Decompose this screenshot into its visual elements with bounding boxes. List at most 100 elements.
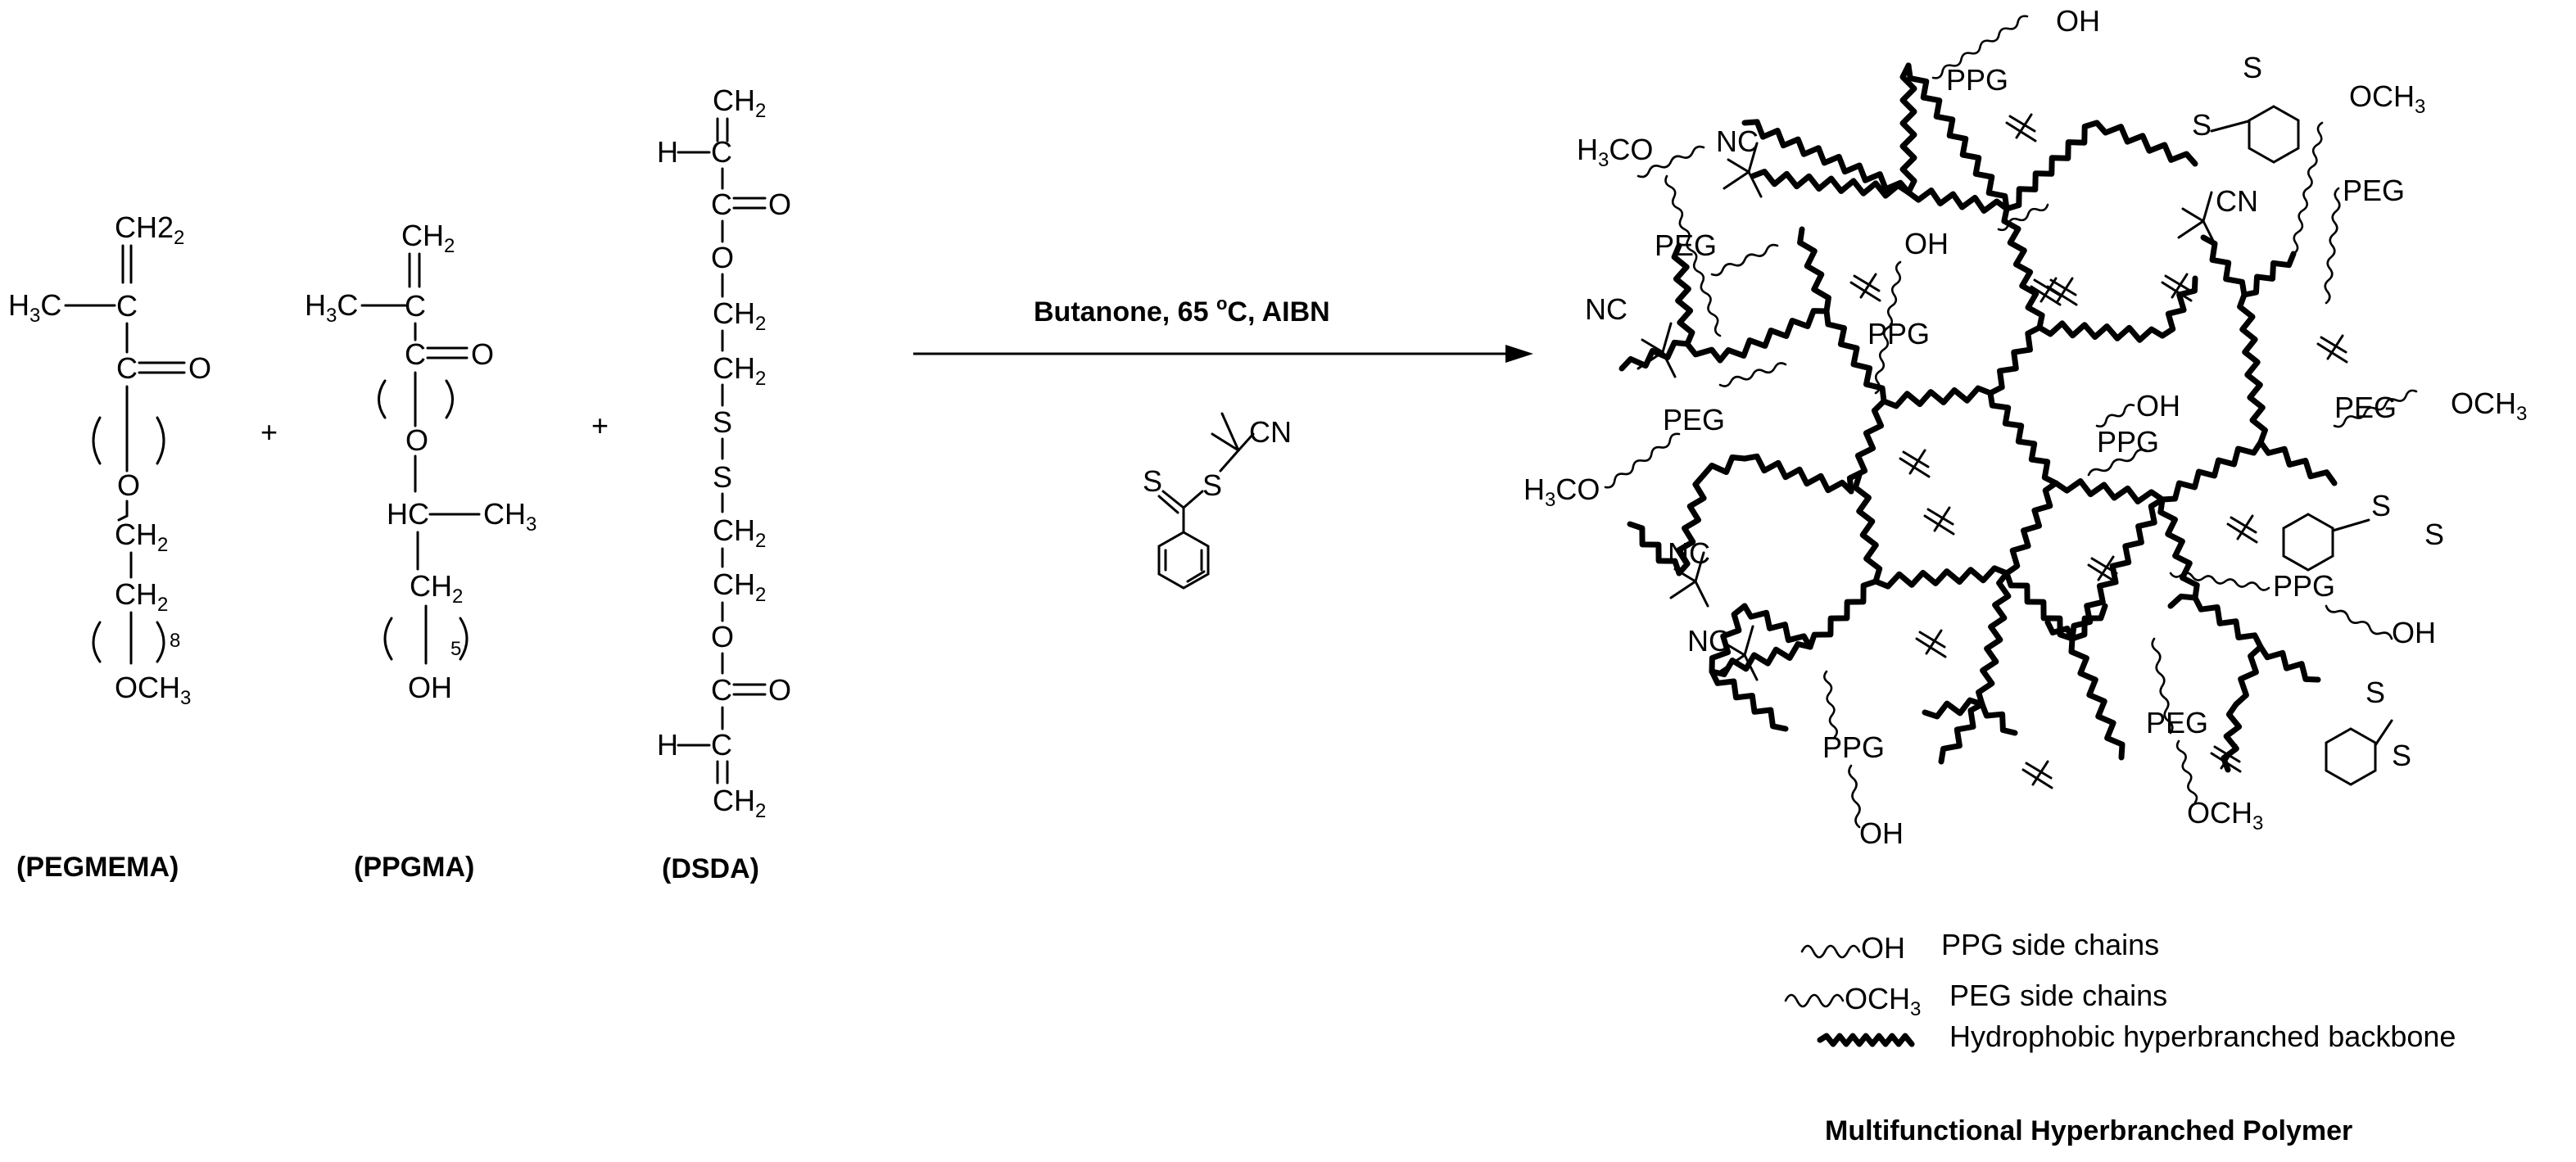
label-ppg-2: PPG [1867, 317, 1930, 350]
backbone-segment [1709, 603, 1748, 675]
label-peg-4: PEG [2334, 391, 2397, 424]
cyano-branch [1694, 580, 1709, 608]
backbone-segment [1846, 398, 1887, 495]
backbone-segment [2221, 701, 2243, 773]
dsda-c-carbonyl-bottom: C [711, 673, 732, 707]
cyano-branch [1723, 170, 1750, 190]
label-och3-2: OCH3 [2451, 387, 2527, 425]
backbone-segment [1741, 603, 1813, 650]
vinyl-bond [2049, 278, 2077, 296]
backbone-segment [2036, 320, 2166, 343]
side-chain-wave [1718, 362, 1787, 387]
vinyl-bond [1918, 631, 1946, 649]
side-chain-wave [2324, 187, 2341, 305]
dsda-ch2-top: CH2 [713, 84, 766, 122]
backbone-segment [2159, 275, 2198, 339]
ppgma-c: C [405, 289, 426, 323]
pegmema-ch2-b: CH2 [115, 577, 168, 616]
pegmema-o-ester: O [117, 468, 140, 502]
pegmema-ch2: CH22 [115, 210, 184, 249]
label-oh-4: OH [2392, 616, 2436, 649]
label-cn-right: CN [2216, 184, 2258, 218]
pegmema-repeat: 8 [170, 630, 180, 652]
ppgma-o-ester: O [405, 423, 428, 457]
polymer-caption: Multifunctional Hyperbranched Polymer [1825, 1115, 2352, 1146]
label-s-4: S [2424, 518, 2444, 551]
vinyl-bond [1859, 273, 1877, 299]
vinyl-bond [1925, 629, 1943, 655]
backbone-segment [1872, 565, 2010, 590]
vinyl-bond [2056, 277, 2074, 303]
vinyl-bond [1853, 274, 1881, 292]
backbone-segment [1807, 578, 1879, 650]
backbone-segment [2001, 206, 2045, 331]
vinyl-bond [2090, 557, 2118, 575]
vinyl-bond [1926, 508, 1954, 526]
dsda-s1: S [713, 405, 732, 439]
vinyl-bond [2097, 555, 2115, 581]
side-chain-wave [2333, 389, 2418, 428]
benzene-ring-2 [2282, 513, 2334, 572]
backbone-segment [1905, 62, 2010, 212]
backbone-segment [2053, 478, 2166, 504]
backbone-segment [1979, 701, 2018, 736]
backbone-segment [1676, 472, 1707, 576]
label-oh-3: OH [2136, 389, 2180, 423]
cyano-branch [1669, 580, 1697, 599]
backbone-segment [2241, 251, 2297, 298]
cyano-branch [1723, 641, 1746, 657]
label-nc-3: NC [1668, 536, 1710, 570]
legend: OH PPG side chains OCH3 PEG side chains … [1784, 928, 2456, 1053]
ppgma-o-carbonyl: O [471, 337, 494, 371]
label-oh-2: OH [1904, 227, 1949, 260]
dsda-o-bottom: O [711, 620, 734, 653]
cyano-branch [1743, 625, 1754, 657]
polymer-benzene-rings [2210, 105, 2393, 786]
side-chain-wave [2095, 403, 2135, 428]
side-chain-wave [1874, 260, 1902, 395]
cyano-branch [1661, 350, 1677, 378]
vinyl-bond [1908, 449, 1926, 475]
vinyl-bond [2031, 760, 2049, 786]
backbone-segment [1899, 62, 1917, 196]
vinyl-bond [2326, 334, 2344, 360]
backbone-segment [1627, 521, 1682, 576]
raft-agent: CN S S [1143, 412, 1292, 590]
ppgma-h3c: H3C [305, 288, 358, 327]
benzene-ring-3 [2325, 727, 2377, 786]
vinyl-bond [2320, 336, 2347, 354]
cyano-branch [1727, 158, 1750, 174]
backbone-segment [2157, 496, 2200, 601]
cyano-branch [1637, 350, 1664, 370]
legend-ppg-text: PPG side chains [1941, 928, 2159, 961]
polymer-labels: OH PPG NC H3CO PEG NC OH PPG PEG H3CO OH… [1523, 4, 2527, 850]
backbone-segment [1741, 453, 1854, 495]
vinyl-bond [2171, 273, 2189, 299]
ppgma-name: (PPGMA) [354, 852, 474, 883]
dsda-ch2-bottom: CH2 [713, 784, 766, 822]
ppgma-hc: HC [387, 497, 429, 531]
benzene-ring-1 [2248, 105, 2300, 164]
label-nc-1: NC [1716, 124, 1759, 158]
backbone-segment [1976, 570, 2012, 708]
vinyl-bond [2230, 516, 2257, 534]
label-oh-1: OH [2056, 4, 2100, 38]
ppgma-ch2: CH2 [401, 219, 455, 257]
vinyl-bond [2164, 274, 2192, 292]
arrow-head [1505, 345, 1533, 363]
backbone-segment [1987, 390, 2059, 486]
vinyl-bond [2236, 514, 2254, 540]
cyano-branch [1641, 338, 1664, 354]
label-oh-5: OH [1859, 816, 1904, 850]
ppgma-ch2-b: CH2 [410, 569, 463, 608]
backbone-segment [1797, 226, 1831, 314]
raft-benzene [1157, 531, 1210, 590]
side-chain-wave [2151, 637, 2174, 735]
legend-ppg-wave [1800, 944, 1861, 959]
side-chain-wave [1637, 145, 1705, 179]
backbone-segment [1700, 454, 1748, 478]
side-chain-wave [1931, 15, 2029, 79]
label-s-3: S [2192, 108, 2212, 142]
cyano-branch [1747, 142, 1759, 174]
